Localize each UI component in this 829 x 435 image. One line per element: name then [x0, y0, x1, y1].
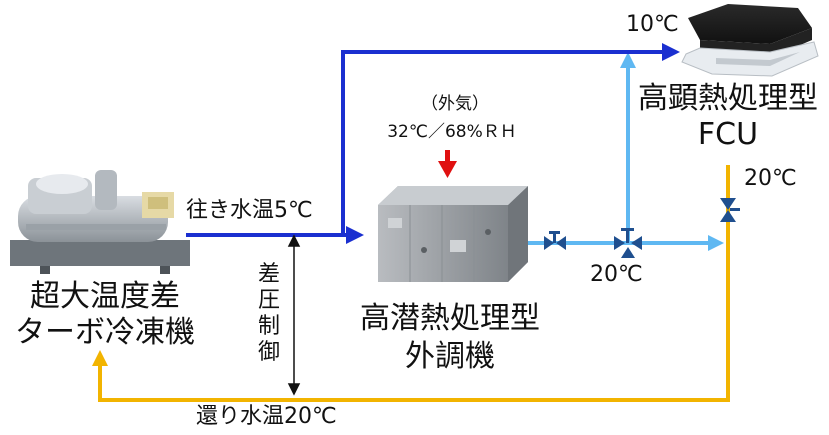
cassette-fcu-image [681, 4, 819, 77]
ahu-name-line1: 高潜熱処理型 [360, 301, 540, 336]
outside-condition-label: 32℃／68%ＲＨ [387, 122, 517, 142]
fcu-inlet-temp-label: 10℃ [626, 12, 679, 37]
ahu-outlet-temp-label: 20℃ [590, 262, 643, 287]
diff-pressure-arrow [287, 234, 301, 396]
outdoor-air-handler-image [378, 186, 528, 282]
return-pipe [92, 165, 730, 402]
diff-pressure-char: 御 [257, 340, 280, 365]
outside-air-arrow [438, 150, 457, 178]
ahu-name-line2: 外調機 [405, 339, 495, 374]
fcu-name-line1: 高顕熱処理型 [638, 81, 818, 116]
diff-pressure-char: 制 [257, 314, 280, 339]
fcu-outlet-temp-label: 20℃ [744, 166, 797, 191]
diff-pressure-char: 圧 [257, 288, 280, 313]
outside-air-label: （外気） [421, 94, 489, 114]
return-water-temp-label: 還り水温20℃ [196, 404, 337, 429]
fcu-name-line2: FCU [697, 117, 759, 152]
diff-pressure-char: 差 [257, 262, 280, 287]
chiller-name-line2: ターボ冷凍機 [15, 315, 195, 350]
supply-pipe [186, 43, 680, 244]
chiller-name-line1: 超大温度差 [30, 279, 180, 314]
two-way-valve-ahu [544, 231, 566, 250]
three-way-valve [614, 228, 642, 258]
two-way-valve-fcu [720, 198, 740, 222]
supply-water-temp-label: 往き水温5℃ [186, 198, 313, 223]
turbo-chiller-image [10, 170, 190, 274]
